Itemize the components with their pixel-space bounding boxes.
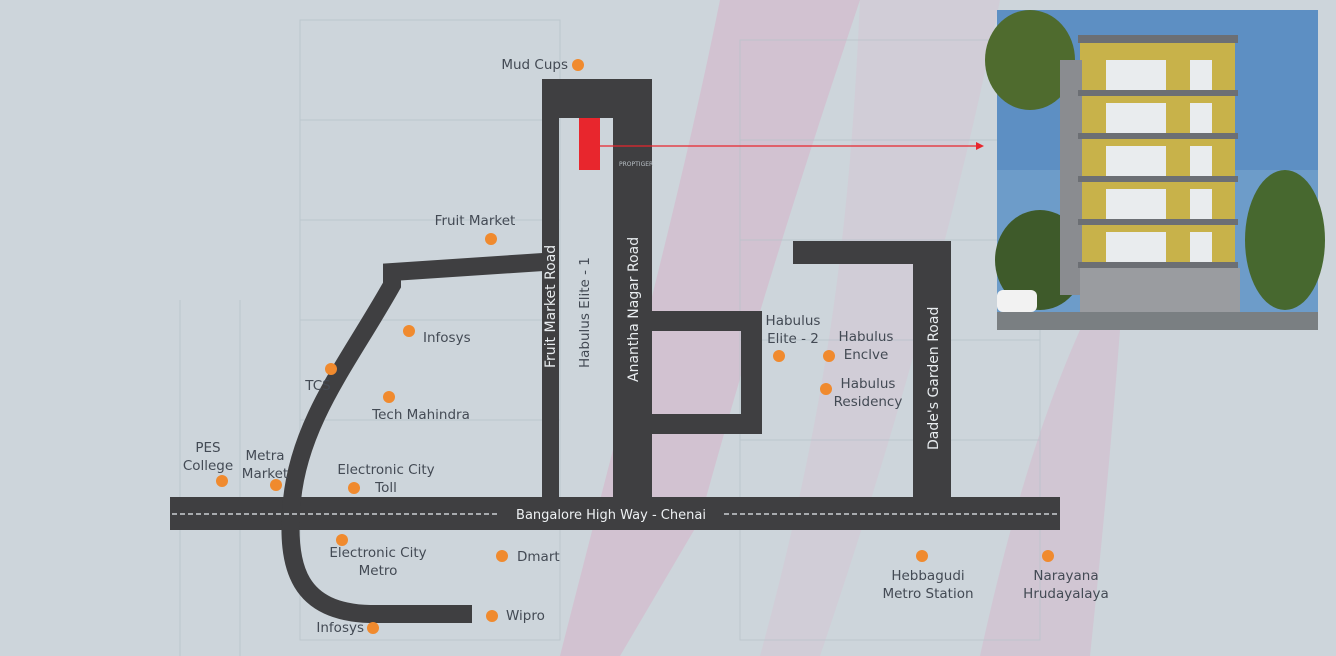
loop-road-bottom [650,414,762,434]
poi-label: Infosys [423,330,471,346]
poi-dot-icon [572,59,584,71]
poi-label: Electronic City [337,462,434,478]
poi-label: Toll [374,480,397,496]
poi-dot-icon [348,482,360,494]
poi-label: Electronic City [329,545,426,561]
poi-dot-icon [325,363,337,375]
poi-dot-icon [485,233,497,245]
poi-dot-icon [270,479,282,491]
poi-dot-icon [367,622,379,634]
poi-label: Mud Cups [501,57,568,73]
dades-garden-road-label: Dade's Garden Road [926,307,942,450]
curved-road [281,253,544,623]
anantha-nagar-road-label: Anantha Nagar Road [626,237,642,382]
poi-dot-icon [486,610,498,622]
fruit-market-road-label: Fruit Market Road [543,245,559,368]
poi-tcs[interactable]: TCS [304,363,337,394]
poi-dot-icon [383,391,395,403]
poi-label: Market [242,466,288,482]
poi-label: College [183,458,233,474]
poi-label: Dmart [517,549,560,565]
arrow-head-icon [976,142,984,150]
poi-dot-icon [823,350,835,362]
poi-label: Fruit Market [435,213,516,229]
poi-pes-college[interactable]: PES College [183,440,233,487]
poi-label: Narayana [1033,568,1098,584]
building-photo[interactable] [985,10,1325,330]
poi-label: Habulus [841,376,896,392]
poi-mud-cups[interactable]: Mud Cups [501,57,584,73]
project-label: Habulus Elite - 1 [577,257,593,368]
poi-infosys-1[interactable]: Infosys [403,325,471,346]
watermark: PROPTIGER [619,161,653,168]
dades-garden-road [913,241,951,499]
anantha-nagar-road [613,79,652,499]
poi-wipro[interactable]: Wipro [486,608,545,624]
poi-dot-icon [1042,550,1054,562]
poi-fruit-market[interactable]: Fruit Market [435,213,516,245]
project-location-marker[interactable] [579,118,600,170]
loop-road-right [741,311,762,434]
poi-label: Elite - 2 [767,331,819,347]
dades-road-top [793,241,951,264]
fruit-market-road [542,79,559,499]
poi-label: Infosys [316,620,364,636]
poi-dot-icon [916,550,928,562]
poi-label: Enclve [844,347,889,363]
poi-label: Habulus [839,329,894,345]
poi-label: Residency [834,394,903,410]
poi-infosys-2[interactable]: Infosys [316,620,379,636]
loop-road-top [650,311,762,331]
highway-label: Bangalore High Way - Chenai [516,508,706,523]
poi-label: Hrudayalaya [1023,586,1109,602]
poi-label: Metra [245,448,284,464]
poi-label: Hebbagudi [891,568,964,584]
poi-label: Wipro [506,608,545,624]
poi-dot-icon [820,383,832,395]
poi-label: PES [195,440,220,456]
poi-dot-icon [336,534,348,546]
poi-label: Tech Mahindra [371,407,470,423]
poi-dot-icon [496,550,508,562]
poi-dmart[interactable]: Dmart [496,549,560,565]
poi-label: Habulus [766,313,821,329]
poi-dot-icon [773,350,785,362]
poi-label: TCS [304,378,330,394]
poi-label: Metro [359,563,398,579]
poi-dot-icon [216,475,228,487]
poi-label: Metro Station [882,586,973,602]
poi-tech-mahindra[interactable]: Tech Mahindra [371,391,470,423]
poi-dot-icon [403,325,415,337]
